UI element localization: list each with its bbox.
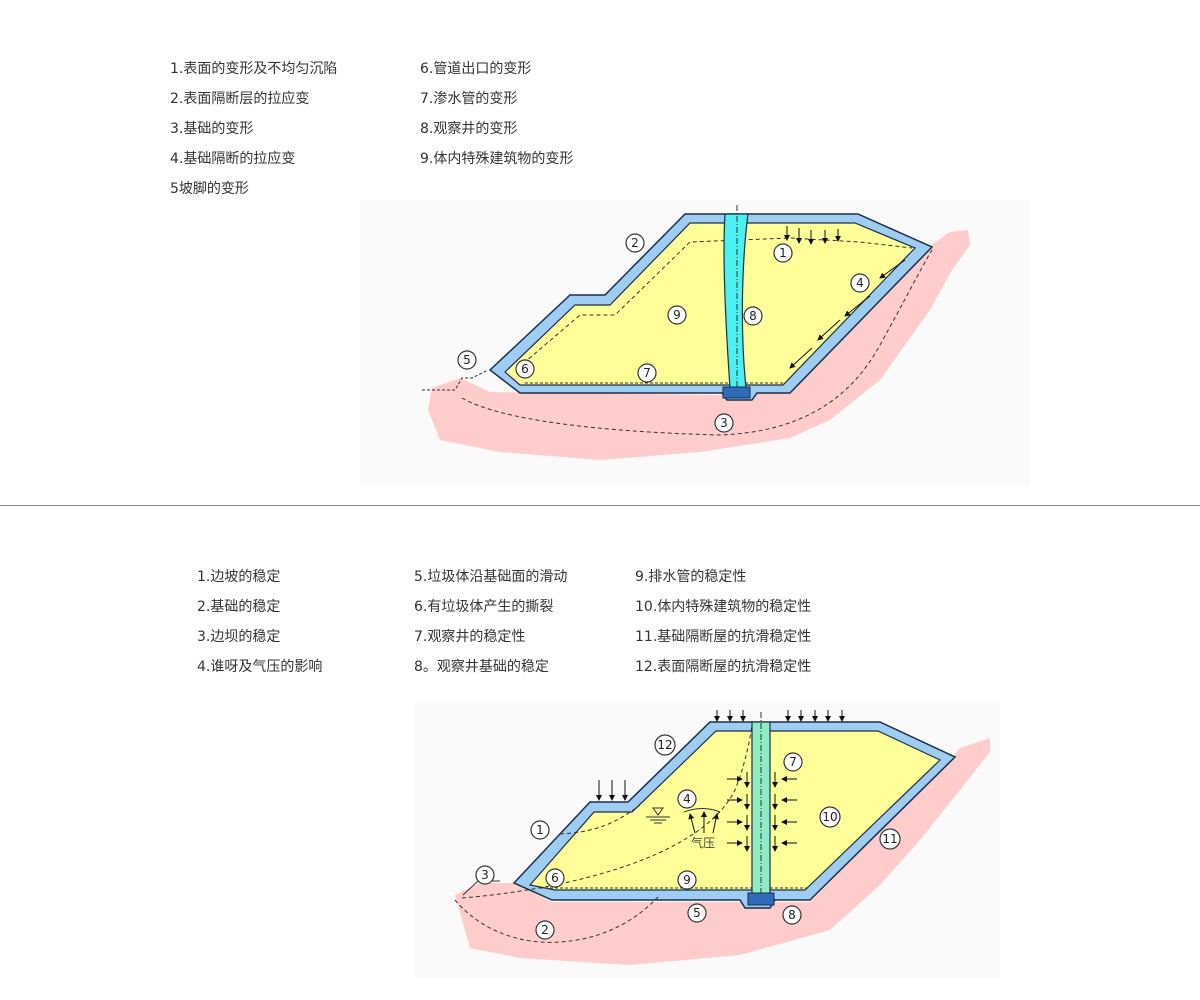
svg-text:2: 2 <box>541 923 549 937</box>
legend-item: 2.基础的稳定 <box>197 599 281 615</box>
legend-1-col1: 1.表面的变形及不均匀沉陷 2.表面隔断层的拉应变 3.基础的变形 4.基础隔断… <box>170 54 337 204</box>
svg-text:7: 7 <box>789 755 797 769</box>
legend-item: 6.管道出口的变形 <box>420 61 532 77</box>
legend-item: 3.基础的变形 <box>170 121 254 137</box>
legend-item: 5.垃圾体沿基础面的滑动 <box>414 569 568 585</box>
legend-item: 4.基础隔断的拉应变 <box>170 151 296 167</box>
ground <box>428 230 970 460</box>
legend-item: 11.基础隔断屋的抗滑稳定性 <box>635 629 812 645</box>
svg-text:4: 4 <box>856 276 864 290</box>
legend-2-col1: 1.边坡的稳定 2.基础的稳定 3.边坝的稳定 4.谁呀及气压的影响 <box>197 562 322 682</box>
water-level-icon <box>646 807 670 824</box>
deformation-diagram: 1 2 3 4 5 6 7 8 9 <box>360 200 1030 485</box>
legend-item: 6.有垃圾体产生的撕裂 <box>414 599 554 615</box>
legend-item: 9.体内特殊建筑物的变形 <box>420 151 574 167</box>
legend-item: 3.边坝的稳定 <box>197 629 281 645</box>
air-pressure-label: 气压 <box>691 835 715 850</box>
legend-item: 10.体内特殊建筑物的稳定性 <box>635 599 812 615</box>
legend-item: 7.观察井的稳定性 <box>414 629 526 645</box>
svg-text:5: 5 <box>463 353 471 367</box>
legend-item: 9.排水管的稳定性 <box>635 569 747 585</box>
legend-1-col2: 6.管道出口的变形 7.渗水管的变形 8.观察井的变形 9.体内特殊建筑物的变形 <box>420 54 573 174</box>
svg-text:9: 9 <box>683 873 691 887</box>
legend-item: 1.表面的变形及不均匀沉陷 <box>170 61 338 77</box>
legend-item: 2.表面隔断层的拉应变 <box>170 91 310 107</box>
svg-text:12: 12 <box>657 738 672 752</box>
legend-item: 7.渗水管的变形 <box>420 91 518 107</box>
section-divider <box>0 505 1200 506</box>
legend-item: 5坡脚的变形 <box>170 181 249 197</box>
svg-text:10: 10 <box>822 810 837 824</box>
svg-text:2: 2 <box>631 236 639 250</box>
well-base <box>747 892 775 906</box>
svg-text:3: 3 <box>481 868 489 882</box>
svg-text:7: 7 <box>643 366 651 380</box>
legend-item: 8.观察井的变形 <box>420 121 518 137</box>
svg-text:6: 6 <box>551 871 559 885</box>
stability-diagram: 气压 1 2 3 4 5 6 7 8 9 10 11 12 <box>415 703 1000 978</box>
svg-text:1: 1 <box>779 246 787 260</box>
svg-text:4: 4 <box>683 792 691 806</box>
ground <box>455 738 990 965</box>
legend-item: 12.表面隔断屋的抗滑稳定性 <box>635 659 812 675</box>
svg-text:1: 1 <box>536 823 544 837</box>
svg-text:3: 3 <box>720 416 728 430</box>
svg-text:6: 6 <box>521 362 529 376</box>
waste-body <box>504 222 917 386</box>
svg-text:8: 8 <box>788 908 796 922</box>
legend-item: 4.谁呀及气压的影响 <box>197 659 323 675</box>
legend-2-col3: 9.排水管的稳定性 10.体内特殊建筑物的稳定性 11.基础隔断屋的抗滑稳定性 … <box>635 562 811 682</box>
well-base <box>722 386 751 399</box>
waste-body <box>528 730 942 891</box>
svg-text:5: 5 <box>693 906 701 920</box>
legend-item: 8。观察井基础的稳定 <box>414 659 549 675</box>
svg-text:11: 11 <box>882 832 897 846</box>
legend-2-col2: 5.垃圾体沿基础面的滑动 6.有垃圾体产生的撕裂 7.观察井的稳定性 8。观察井… <box>414 562 567 682</box>
legend-item: 1.边坡的稳定 <box>197 569 281 585</box>
svg-text:8: 8 <box>749 309 757 323</box>
svg-text:9: 9 <box>673 308 681 322</box>
